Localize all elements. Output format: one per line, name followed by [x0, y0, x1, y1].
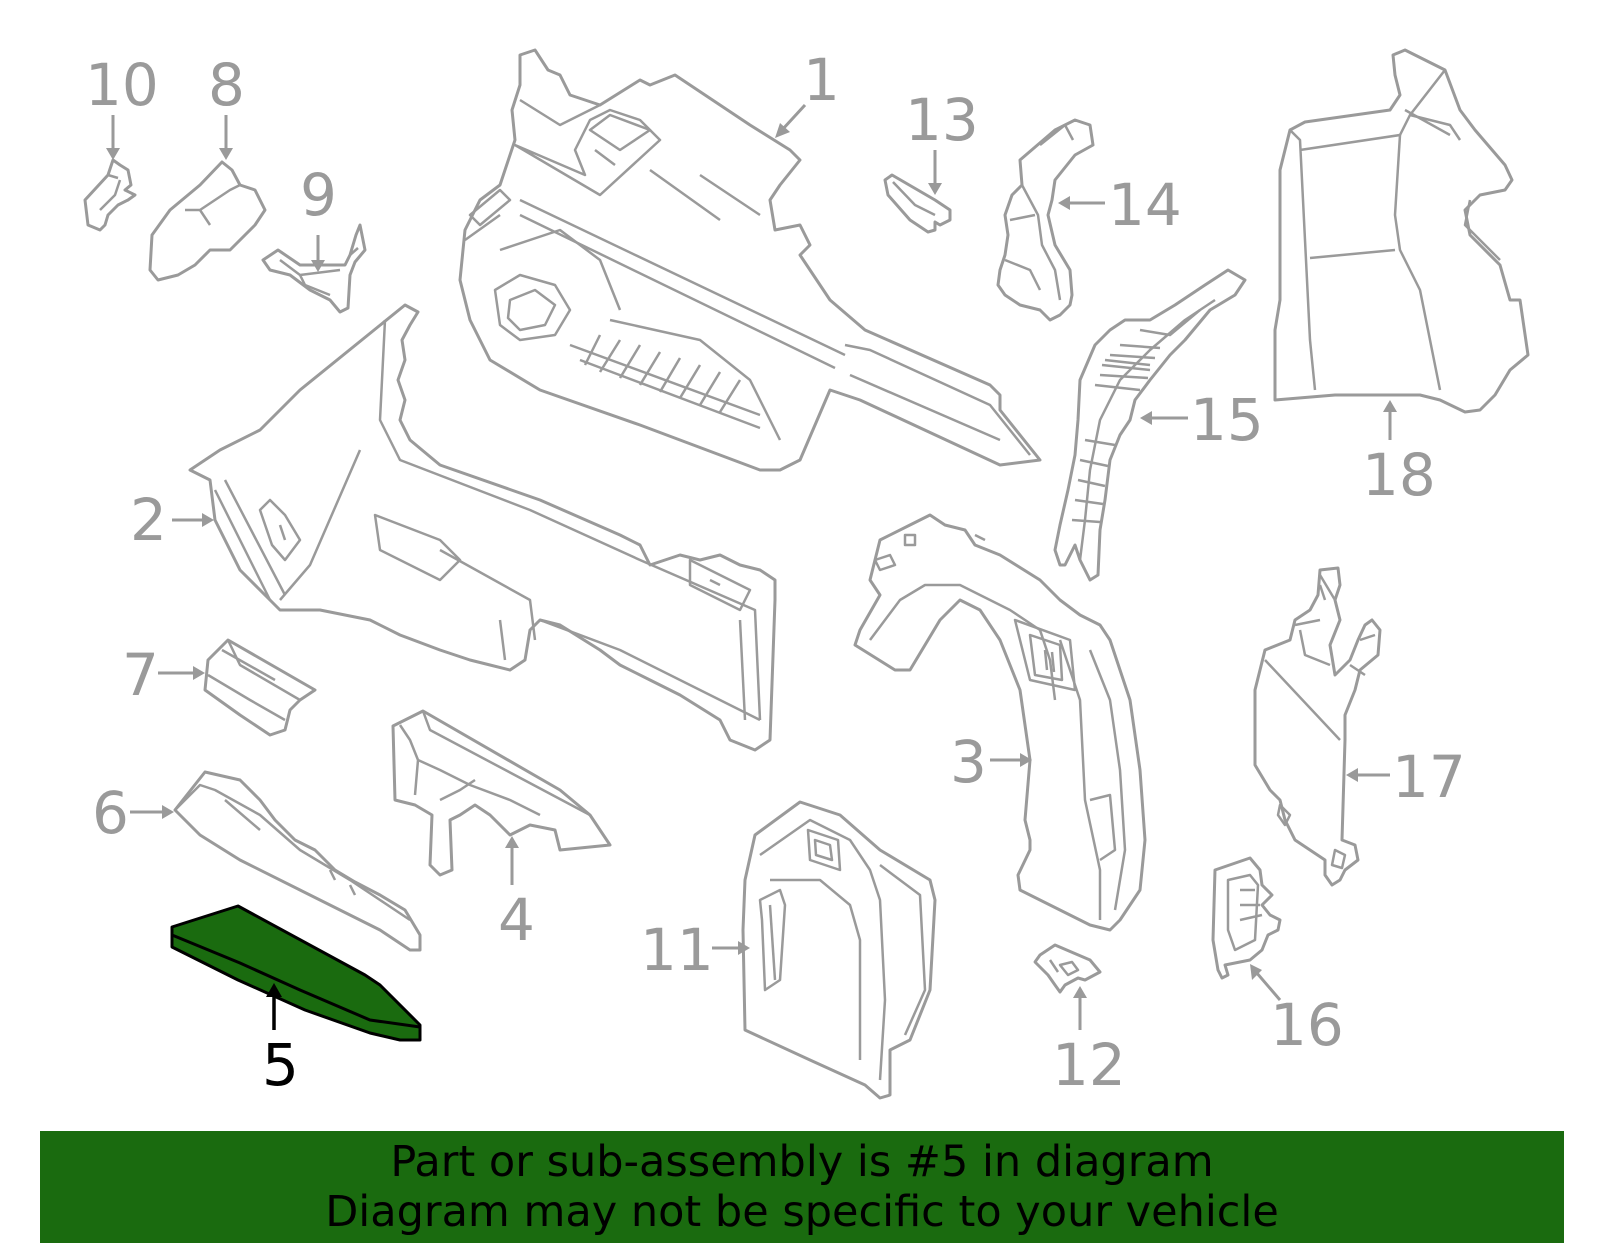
callout-labels: 1 2 3 4 5 6 7 8 9 10 11 12 13 14 15 16 1… — [85, 46, 1466, 1099]
callout-2: 2 — [130, 486, 167, 554]
part-3 — [853, 513, 1147, 932]
callout-12: 12 — [1052, 1031, 1126, 1099]
callout-18: 18 — [1362, 441, 1436, 509]
callout-16: 16 — [1270, 991, 1344, 1059]
callout-9: 9 — [300, 161, 337, 229]
part-15 — [1053, 268, 1247, 582]
callout-13: 13 — [905, 86, 979, 154]
part-13 — [883, 173, 952, 234]
callout-6: 6 — [92, 779, 129, 847]
part-9 — [261, 223, 367, 314]
callout-17: 17 — [1392, 743, 1466, 811]
part-1 — [458, 48, 1042, 472]
callout-5: 5 — [262, 1031, 299, 1099]
callout-7: 7 — [122, 641, 159, 709]
banner-line-part: Part or sub-assembly is #5 in diagram — [390, 1137, 1214, 1187]
info-banner: Part or sub-assembly is #5 in diagram Di… — [40, 1131, 1564, 1243]
part-4 — [391, 709, 612, 877]
part-5-highlighted — [170, 904, 422, 1042]
callout-8: 8 — [208, 51, 245, 119]
part-2 — [188, 303, 777, 752]
callout-4: 4 — [498, 886, 535, 954]
banner-line-disclaimer: Diagram may not be specific to your vehi… — [325, 1187, 1279, 1237]
part-10 — [83, 158, 137, 232]
part-8 — [148, 160, 267, 282]
leader-arrows — [106, 103, 1397, 1030]
part-16 — [1211, 856, 1282, 980]
part-7 — [203, 638, 317, 737]
callout-11: 11 — [640, 916, 714, 984]
part-14 — [996, 118, 1095, 322]
part-18 — [1273, 48, 1530, 414]
callout-10: 10 — [85, 51, 159, 119]
callout-14: 14 — [1108, 171, 1182, 239]
part-11 — [741, 800, 937, 1100]
callout-1: 1 — [803, 46, 840, 114]
callout-15: 15 — [1190, 386, 1264, 454]
part-6 — [173, 770, 422, 952]
part-17 — [1253, 566, 1382, 887]
part-12 — [1033, 943, 1102, 994]
callout-3: 3 — [950, 728, 987, 796]
